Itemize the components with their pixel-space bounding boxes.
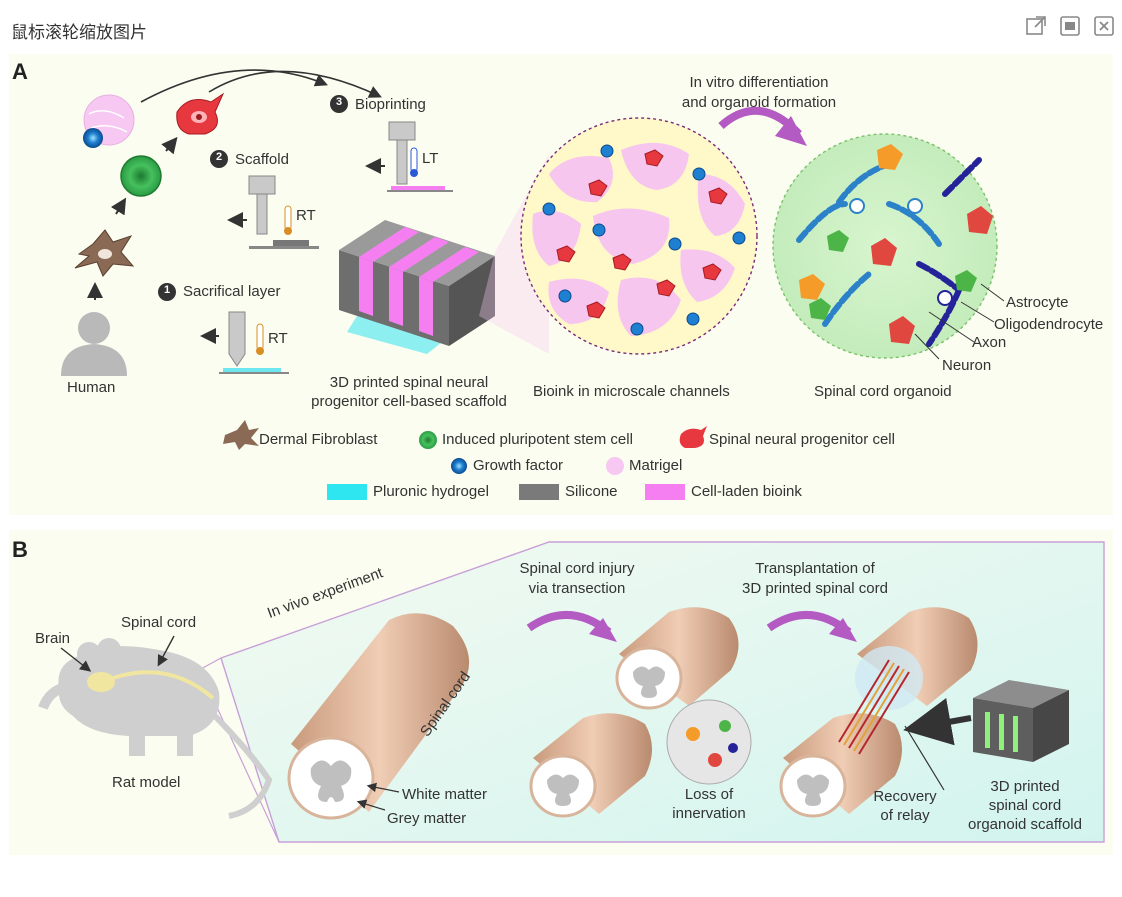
panel-a-label: A [12, 59, 28, 84]
legend-fibroblast: Dermal Fibroblast [259, 431, 378, 448]
injured-cord [529, 607, 752, 818]
legend-pluronic: Pluronic hydrogel [373, 483, 489, 500]
temp-rt-1: RT [268, 330, 288, 347]
repaired-cord [779, 607, 978, 818]
scaffold-block-3d [339, 154, 549, 354]
spinal-cord-main [287, 613, 470, 820]
step-scaffold-label: Scaffold [235, 151, 289, 168]
legend-swatch-bioink [645, 484, 685, 500]
legend-swatch-silicone [519, 484, 559, 500]
scaffold-b-line-1: 3D printed [990, 778, 1060, 795]
step-number-3: 3 [336, 96, 343, 108]
grey-matter-label: Grey matter [387, 810, 467, 827]
spinal-cord-rat-label: Spinal cord [121, 614, 197, 631]
legend-matrigel: Matrigel [629, 457, 683, 474]
panel-b-artwork [38, 541, 1105, 843]
white-matter-label: White matter [402, 786, 488, 803]
scaffold-caption-1: 3D printed spinal neural [329, 374, 489, 391]
loss-line-1: Loss of [684, 786, 734, 803]
human-label: Human [67, 379, 116, 396]
step-sacrificial-label: Sacrifical layer [183, 283, 281, 300]
printer-scaffold [227, 175, 319, 249]
rat-model-label: Rat model [112, 774, 181, 791]
window-title: 鼠标滚轮缩放图片 [11, 23, 147, 43]
recovery-line-1: Recovery [873, 788, 937, 805]
scaffold-caption-2: progenitor cell-based scaffold [311, 393, 507, 410]
temp-lt: LT [422, 150, 439, 167]
legend-bioink: Cell-laden bioink [691, 483, 802, 500]
ipsc-icon [120, 155, 162, 197]
legend-spnpc: Spinal neural progenitor cell [709, 431, 895, 448]
rat-icon [38, 638, 273, 819]
figure-panel-b: B Brain Spinal cord Rat model In vivo ex… [9, 530, 1113, 855]
step-number-2: 2 [216, 151, 223, 163]
brain-label: Brain [35, 630, 71, 647]
human-icon [61, 312, 127, 376]
astrocyte-label: Astrocyte [1006, 294, 1069, 311]
step-number-1: 1 [164, 284, 171, 296]
growth-factor-icon [83, 128, 103, 148]
figure-panel-a: A Human 1 Sacrifical layer 2 Scaffold 3 … [9, 54, 1113, 515]
scaffold-b-line-3: organoid scaffold [968, 816, 1082, 833]
bioink-caption: Bioink in microscale channels [533, 383, 730, 400]
differentiation-line-1: In vitro differentiation [689, 74, 829, 91]
legend-growth-factor: Growth factor [473, 457, 564, 474]
legend-swatch-pluronic [327, 484, 367, 500]
legend-symbols [223, 420, 707, 475]
transplant-line-2: 3D printed spinal cord [742, 580, 888, 597]
panel-b-label: B [12, 537, 28, 562]
oligodendrocyte-label: Oligodendrocyte [994, 316, 1104, 333]
axon-label: Axon [972, 334, 1007, 351]
step-bioprinting-label: Bioprinting [355, 96, 426, 113]
legend-ipsc: Induced pluripotent stem cell [442, 431, 633, 448]
differentiation-line-2: and organoid formation [681, 94, 837, 111]
injury-line-1: Spinal cord injury [519, 560, 635, 577]
temp-rt-2: RT [296, 207, 316, 224]
neuron-label: Neuron [942, 357, 992, 374]
transplant-line-1: Transplantation of [755, 560, 875, 577]
spnpc-icon [176, 92, 225, 135]
scaffold-b-line-2: spinal cord [988, 797, 1062, 814]
printer-bioprinting [365, 121, 453, 192]
window-header: 鼠标滚轮缩放图片 [0, 0, 1122, 52]
organoid-scaffold-cube [973, 680, 1069, 762]
printer-sacrificial [200, 311, 289, 374]
close-icon[interactable] [1093, 15, 1115, 37]
open-external-icon[interactable] [1025, 15, 1047, 37]
fit-screen-icon[interactable] [1059, 15, 1081, 37]
fibroblast-icon [74, 229, 135, 277]
loss-line-2: innervation [672, 805, 746, 822]
organoid-caption: Spinal cord organoid [814, 383, 952, 400]
injury-line-2: via transection [528, 580, 626, 597]
legend-silicone: Silicone [565, 483, 618, 500]
recovery-line-2: of relay [880, 807, 930, 824]
organoid-circle [772, 133, 1005, 360]
panel-a-artwork [61, 69, 1005, 500]
bioink-circle [520, 117, 758, 355]
